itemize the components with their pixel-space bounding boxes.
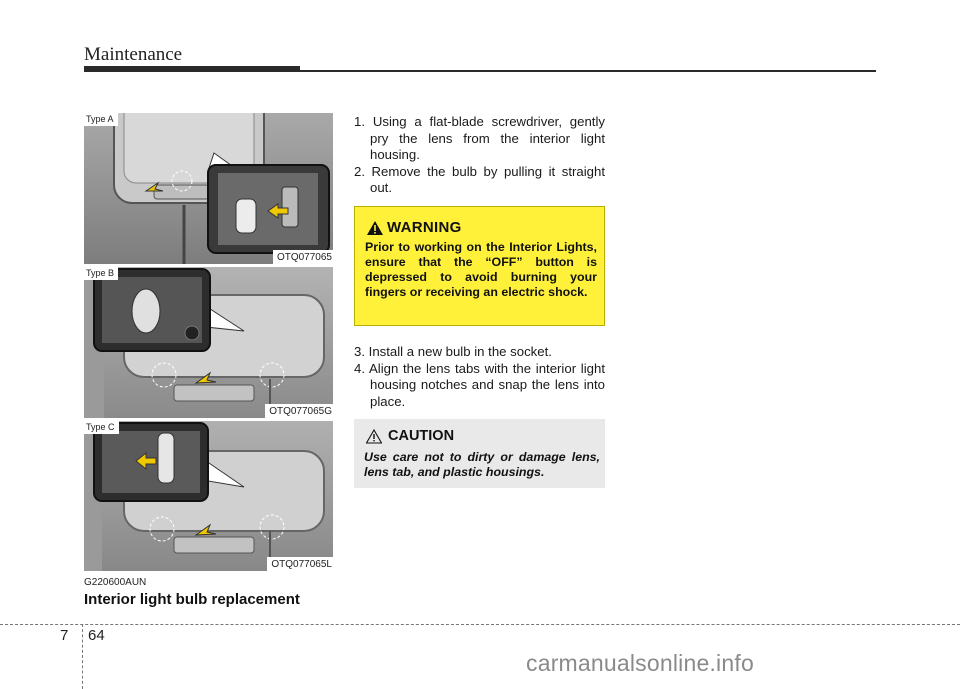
section-title: Interior light bulb replacement — [84, 591, 300, 608]
warning-text: Prior to working on the Interior Lights,… — [365, 240, 597, 299]
caution-title: CAUTION — [388, 428, 455, 444]
step-item: 2. Remove the bulb by pulling it straigh… — [354, 163, 605, 196]
figure-code: OTQ077065L — [267, 557, 333, 571]
page-number: 64 — [88, 627, 105, 644]
steps-list-part1: 1. Using a flat-blade screwdriver, gentl… — [354, 114, 605, 197]
warning-header: WARNING — [367, 219, 462, 236]
dome-light-illustration-a — [84, 113, 333, 264]
warning-triangle-icon — [367, 220, 383, 235]
dome-light-illustration-b — [84, 267, 333, 418]
step-item: 4. Align the lens tabs with the interior… — [354, 360, 605, 409]
caution-text: Use care not to dirty or damage lens, le… — [364, 450, 600, 479]
header-rule-thin — [300, 70, 876, 72]
figure-type-b: Type B OTQ077065G — [84, 267, 333, 418]
figure-type-label: Type C — [84, 421, 119, 434]
figure-type-a: Type A OTQ077065 — [84, 113, 333, 264]
footer-rule — [0, 624, 960, 625]
figure-type-label: Type A — [84, 113, 118, 126]
header-title: Maintenance — [84, 44, 183, 65]
chapter-number: 7 — [60, 627, 69, 644]
figure-code: OTQ077065G — [265, 404, 333, 418]
dome-light-illustration-c — [84, 421, 333, 571]
warning-box: WARNING Prior to working on the Interior… — [354, 206, 605, 326]
footer-divider — [82, 624, 83, 689]
figure-code: OTQ077065 — [272, 250, 333, 264]
figure-type-label: Type B — [84, 267, 119, 280]
step-item: 1. Using a flat-blade screwdriver, gentl… — [354, 114, 605, 162]
header-rule-thick — [84, 66, 300, 72]
caution-header: CAUTION — [366, 428, 454, 444]
section-code: G220600AUN — [84, 577, 147, 588]
steps-list-part2: 3. Install a new bulb in the socket. 4. … — [354, 344, 605, 410]
warning-title: WARNING — [387, 219, 462, 236]
watermark: carmanualsonline.info — [526, 650, 754, 676]
step-item: 3. Install a new bulb in the socket. — [354, 344, 552, 359]
figure-type-c: Type C OTQ077065L — [84, 421, 333, 571]
caution-box: CAUTION Use care not to dirty or damage … — [354, 419, 605, 488]
caution-triangle-icon — [366, 428, 382, 444]
